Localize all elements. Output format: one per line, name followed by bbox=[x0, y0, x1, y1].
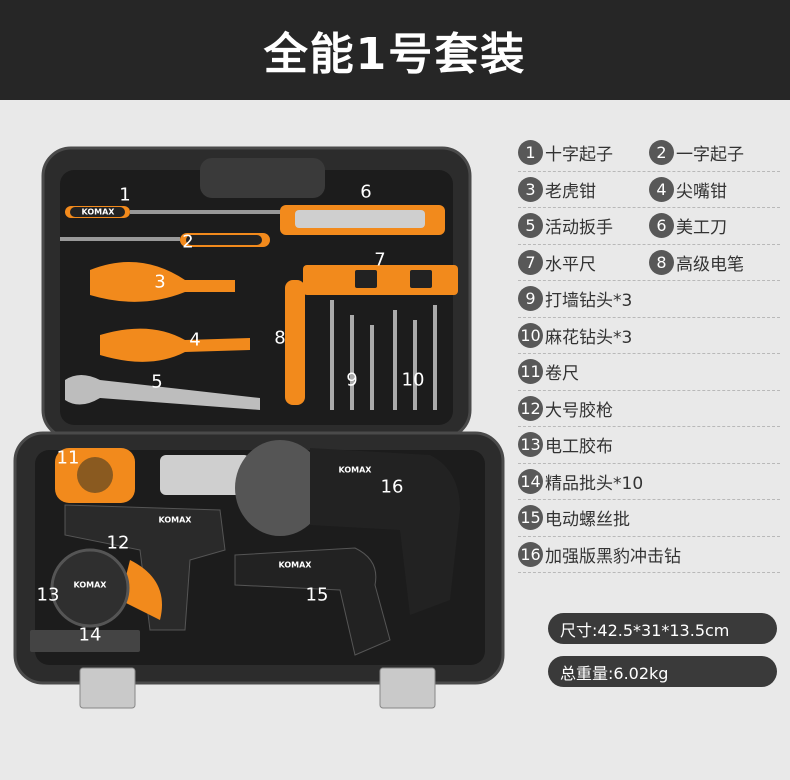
callout-8: 8 bbox=[274, 328, 285, 349]
callout-12: 12 bbox=[107, 533, 130, 554]
size-spec-badge: 尺寸:42.5*31*13.5cm bbox=[548, 613, 777, 644]
item-number: 2 bbox=[649, 140, 674, 166]
toolkit-photo: KOMAX KOMAX KOMAX KOMAX KOMAX 1 2 3 4 5 … bbox=[13, 146, 505, 709]
item-number: 15 bbox=[518, 505, 543, 531]
item-number: 5 bbox=[518, 213, 543, 239]
svg-text:KOMAX: KOMAX bbox=[339, 466, 373, 475]
item-number: 13 bbox=[518, 432, 543, 458]
item-label: 水平尺 bbox=[545, 254, 596, 275]
callout-10: 10 bbox=[402, 370, 425, 391]
callout-9: 9 bbox=[346, 370, 357, 391]
page-title: 全能1号套装 bbox=[263, 29, 527, 80]
item-label: 打墙钻头*3 bbox=[545, 291, 633, 312]
item-number: 3 bbox=[518, 176, 543, 202]
callout-16: 16 bbox=[381, 477, 404, 498]
item-label: 一字起子 bbox=[676, 145, 744, 166]
svg-text:KOMAX: KOMAX bbox=[159, 516, 193, 525]
callout-3: 3 bbox=[154, 272, 165, 293]
weight-spec-badge: 总重量:6.02kg bbox=[548, 656, 777, 687]
svg-text:KOMAX: KOMAX bbox=[82, 208, 116, 217]
latch-right bbox=[379, 667, 436, 709]
callout-2: 2 bbox=[182, 232, 193, 253]
item-number: 4 bbox=[649, 176, 674, 202]
item-number: 16 bbox=[518, 541, 543, 567]
item-number: 6 bbox=[649, 213, 674, 239]
item-number: 14 bbox=[518, 468, 543, 494]
item-label: 美工刀 bbox=[676, 218, 727, 239]
item-number: 1 bbox=[518, 140, 543, 166]
item-label: 尖嘴钳 bbox=[676, 181, 727, 202]
item-label: 老虎钳 bbox=[545, 181, 596, 202]
item-label: 卷尺 bbox=[545, 364, 579, 385]
item-number: 8 bbox=[649, 249, 674, 275]
callout-4: 4 bbox=[189, 330, 200, 351]
item-label: 十字起子 bbox=[545, 145, 613, 166]
item-number: 9 bbox=[518, 286, 543, 312]
callout-6: 6 bbox=[360, 182, 371, 203]
item-label: 活动扳手 bbox=[545, 218, 613, 239]
callout-11: 11 bbox=[57, 448, 80, 469]
latch-left bbox=[79, 667, 136, 709]
callout-5: 5 bbox=[151, 372, 162, 393]
callout-15: 15 bbox=[306, 585, 329, 606]
item-label: 麻花钻头*3 bbox=[545, 327, 633, 348]
svg-text:KOMAX: KOMAX bbox=[279, 561, 313, 570]
svg-text:KOMAX: KOMAX bbox=[74, 581, 108, 590]
item-number: 11 bbox=[518, 359, 543, 385]
item-label: 大号胶枪 bbox=[545, 400, 613, 421]
item-label: 加强版黑豹冲击钻 bbox=[545, 546, 681, 567]
item-label: 电动螺丝批 bbox=[545, 510, 630, 531]
callout-7: 7 bbox=[374, 250, 385, 271]
item-number: 7 bbox=[518, 249, 543, 275]
item-label: 电工胶布 bbox=[545, 437, 613, 458]
item-label: 精品批头*10 bbox=[545, 473, 644, 494]
item-number: 10 bbox=[518, 322, 543, 348]
title-banner: 全能1号套装 bbox=[0, 0, 790, 100]
callout-14: 14 bbox=[79, 625, 102, 646]
callout-13: 13 bbox=[37, 585, 60, 606]
item-label: 高级电笔 bbox=[676, 254, 744, 275]
case-handle bbox=[200, 158, 325, 198]
callout-1: 1 bbox=[119, 185, 130, 206]
item-number: 12 bbox=[518, 395, 543, 421]
